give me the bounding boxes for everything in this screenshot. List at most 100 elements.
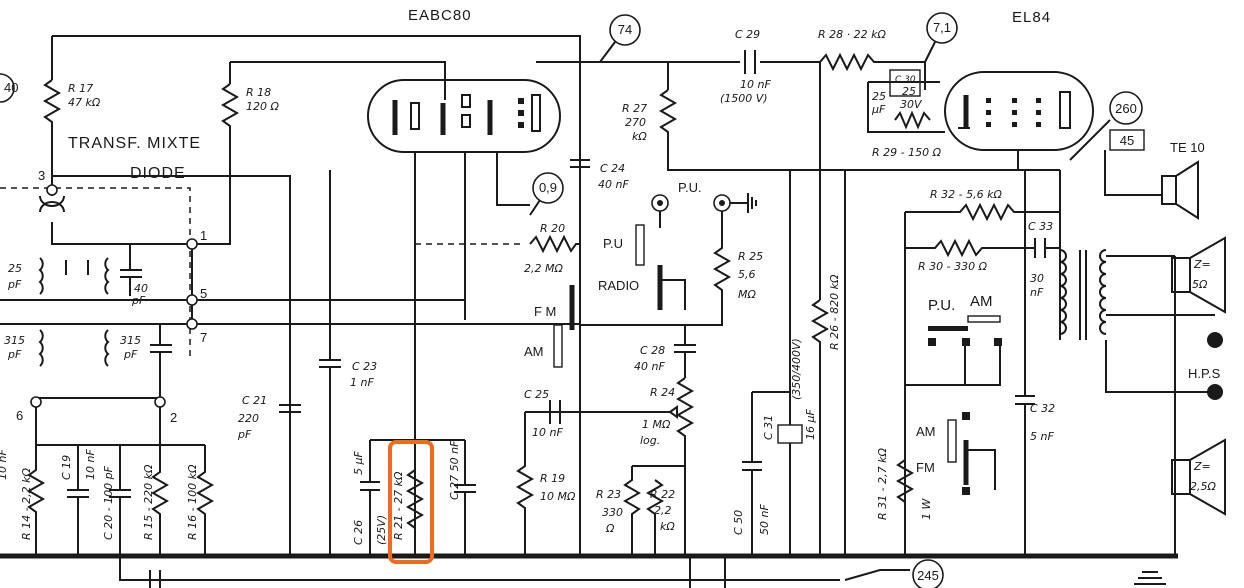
r25-unit: MΩ (738, 288, 756, 301)
c30-capacitor (889, 69, 921, 97)
r25-resistor (580, 211, 732, 326)
z5-label-b: 5Ω (1192, 278, 1208, 291)
c30-cap: 25 (872, 90, 886, 103)
terminal-2-label: 2 (170, 410, 177, 425)
r32-label: R 32 - 5,6 kΩ (930, 188, 1002, 201)
tube-eabc80-label: EABC80 (408, 7, 472, 24)
am-contact-bar (967, 315, 1001, 323)
te10-label: TE 10 (1170, 140, 1205, 155)
am-fm-blade (947, 419, 957, 463)
pu-ground (730, 193, 757, 213)
pu-switch-blade (635, 224, 645, 266)
c32-capacitor (1015, 170, 1035, 556)
r21-label: R 21 - 27 kΩ (392, 471, 405, 540)
cap-40pf (120, 244, 142, 296)
node-260-label: 260 (1115, 101, 1137, 116)
c50-value: 50 nF (758, 504, 771, 535)
eabc80-grid-3 (518, 122, 524, 128)
terminal-1 (186, 238, 198, 250)
r31-label: R 31 - 2,7 kΩ (876, 448, 889, 520)
c27-capacitor (454, 440, 476, 556)
transformer-core (1079, 250, 1087, 340)
z5-label-a: Z= (1193, 258, 1211, 271)
r31-resistor (895, 459, 915, 503)
hps-jack-1 (1207, 332, 1223, 348)
highlight-r21 (388, 440, 434, 564)
transformer-secondary (1099, 249, 1107, 335)
c31-name: C 31 (762, 415, 775, 440)
terminal-7 (186, 318, 198, 330)
c26-name: C 26 (352, 520, 365, 545)
c32-value: 5 nF (1030, 430, 1054, 443)
tube-el84-label: EL84 (1012, 9, 1051, 26)
secondary-wires (1105, 255, 1215, 393)
node-45-box (1109, 129, 1145, 151)
c27-label: C 27 50 nF (448, 440, 461, 500)
fm-label: F M (534, 304, 556, 319)
c28-value: 40 nF (634, 360, 665, 373)
cap-315b (150, 324, 172, 398)
eabc80-anode-2 (461, 114, 471, 128)
r25-name: R 25 (738, 250, 763, 263)
r29-label: R 29 - 150 Ω (872, 146, 942, 159)
c30-cap2: 25 (902, 85, 916, 98)
c21-value: 220 (238, 412, 259, 425)
c29-value: 10 nF (740, 78, 771, 91)
c28-capacitor (674, 325, 696, 378)
coil-315a (38, 329, 44, 367)
wire-te10 (1104, 150, 1162, 196)
wire-if-bottom (35, 397, 161, 445)
c21-unit: pF (237, 428, 252, 441)
am-right-label: AM (970, 293, 993, 310)
r23-value: 330 (602, 506, 623, 519)
c33-value: 30 (1030, 272, 1044, 285)
terminal-6 (30, 396, 42, 408)
r14-resistor (26, 445, 46, 556)
am-switch-blade (553, 324, 563, 368)
node-09-label: 0,9 (539, 180, 557, 195)
r28-label: R 28 · 22 kΩ (818, 28, 886, 41)
r30-c33 (905, 238, 1060, 258)
r30-label: R 30 - 330 Ω (918, 260, 988, 273)
am-switch-label: AM (916, 424, 936, 439)
c26-value: 5 µF (352, 451, 365, 475)
r23-name: R 23 (596, 488, 621, 501)
r24-name: R 24 (650, 386, 675, 399)
wire-plate-r27 (536, 61, 669, 90)
fm-switch-label: FM (916, 460, 935, 475)
c23-value: 1 nF (350, 376, 374, 389)
r27-value: 270 (625, 116, 646, 129)
c19-capacitor (67, 445, 89, 556)
transformer-primary (1059, 249, 1067, 335)
c20-label: C 20 - 100 pF (102, 465, 115, 540)
wire-c30-r29 (867, 82, 945, 133)
node-74 (609, 14, 641, 46)
c50-capacitor (742, 392, 762, 556)
c21-capacitor (279, 404, 301, 413)
node-partial-left (0, 73, 15, 103)
wire-b-plus (667, 140, 1060, 171)
c24-name: C 24 (600, 162, 625, 175)
node-71 (926, 12, 958, 44)
c25-value: 10 nF (532, 426, 563, 439)
z25-label-b: 2,5Ω (1190, 480, 1216, 493)
node-74-label: 74 (618, 22, 632, 37)
r14-label: R 14 - 2,2 kΩ (20, 468, 33, 540)
c29-name: C 29 (735, 28, 760, 41)
c20-capacitor (109, 445, 131, 556)
r19-resistor (515, 411, 550, 556)
c32-name: C 32 (1030, 402, 1055, 415)
node-245-label: 245 (917, 568, 939, 583)
pu-left-label: P.U (603, 236, 623, 251)
terminal-2 (154, 396, 166, 408)
te10-speaker (1161, 175, 1177, 205)
terminal-3-label: 3 (38, 168, 45, 183)
wire-r18-top (230, 61, 446, 100)
if-core-1 (65, 260, 89, 275)
speaker-25ohm-cone (1189, 438, 1226, 516)
r26-resistor (810, 299, 830, 556)
r21-resistor (405, 469, 425, 529)
r26-label: R 26 - 820 kΩ (828, 274, 841, 350)
